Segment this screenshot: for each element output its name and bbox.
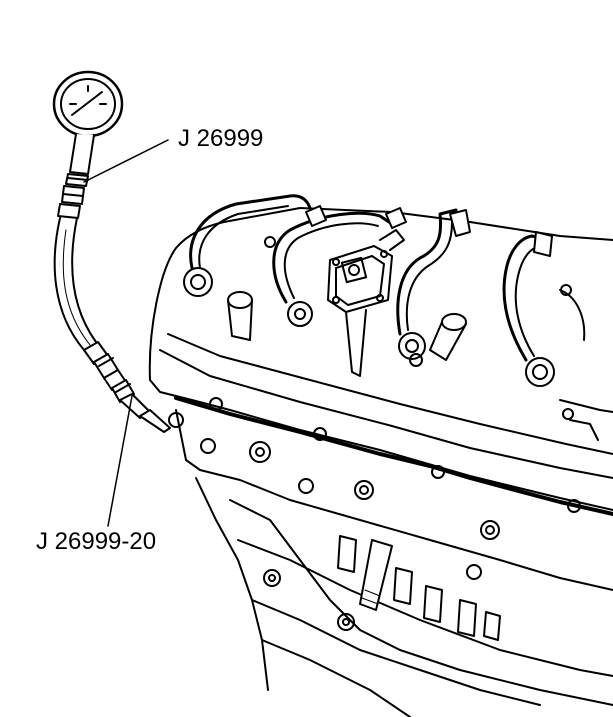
gauge-part-number-label: J 26999 [178, 125, 264, 152]
adapter-part-number-label: J 26999-20 [36, 528, 157, 555]
engine-cylinder-head [148, 194, 613, 717]
gauge-leader-line [83, 139, 169, 183]
adapter-leader-line [107, 395, 133, 527]
spark-plug-adapter [83, 341, 171, 433]
gauge-hose [53, 217, 97, 351]
compression-gauge [52, 70, 124, 219]
